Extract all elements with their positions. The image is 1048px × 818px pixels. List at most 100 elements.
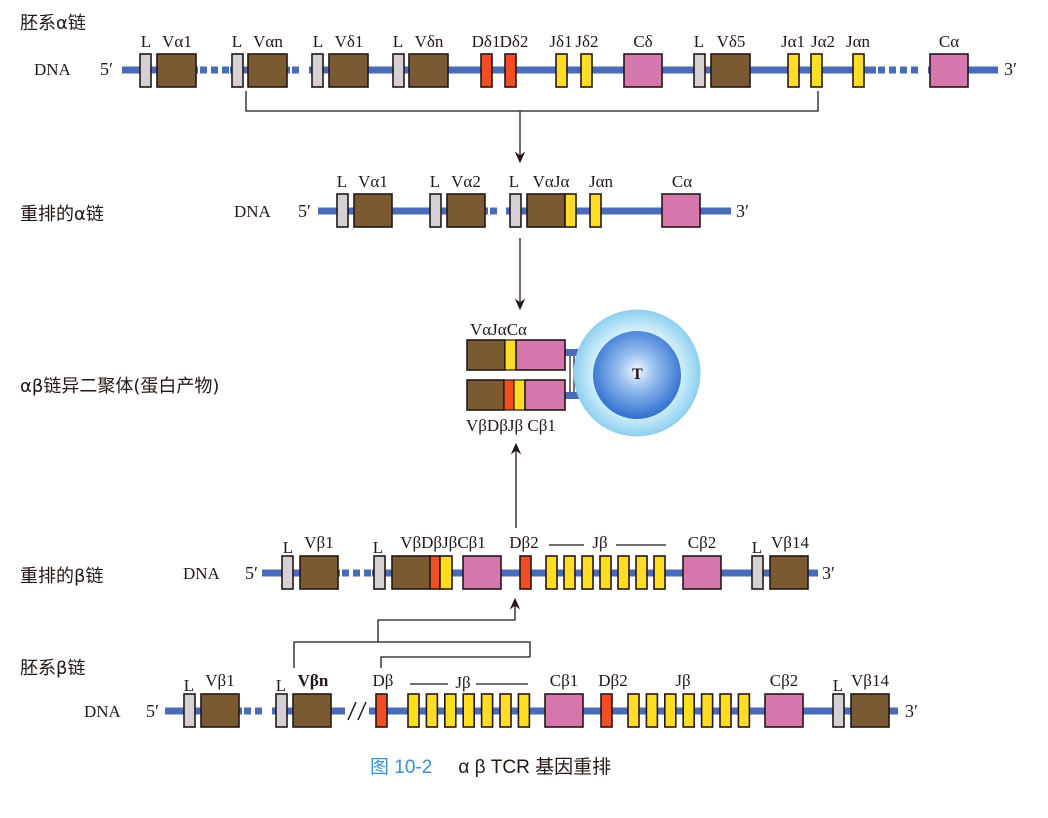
- leader-segment: [392, 53, 405, 88]
- dna-dotted-gap: [889, 66, 896, 74]
- segment-label: L: [832, 676, 844, 695]
- break-mark: [347, 701, 357, 721]
- segment-label: L: [312, 32, 324, 51]
- joining-segment: [480, 693, 494, 728]
- variable-segment: [200, 693, 240, 728]
- segment-label: Vαn: [253, 32, 283, 51]
- alpha-joining-domain: [504, 339, 517, 371]
- segment-label: Vα1: [162, 32, 192, 51]
- leader-segment: [139, 53, 152, 88]
- joining-segment: [545, 555, 558, 590]
- germline-beta-title: 胚系β链: [20, 658, 86, 679]
- joining-segment: [617, 555, 630, 590]
- segment-label: Vδn: [414, 32, 444, 51]
- three-prime-label: 3′: [1004, 59, 1017, 79]
- variable-segment: [850, 693, 890, 728]
- leader-segment: [281, 555, 294, 590]
- diversity-segment: [504, 53, 517, 88]
- t-cell-nucleus: [593, 331, 681, 419]
- gap: [290, 65, 309, 75]
- constant-segment: [661, 193, 701, 228]
- joining-segment: [599, 555, 612, 590]
- joining-segment: [563, 555, 576, 590]
- leader-segment: [311, 53, 324, 88]
- beta-joining-domain: [513, 379, 526, 411]
- segment-label: Vδ1: [334, 32, 364, 51]
- break-mark: [357, 701, 367, 721]
- variable-segment: [526, 193, 566, 228]
- leader-segment: [429, 193, 442, 228]
- joining-segment: [653, 555, 666, 590]
- alpha-chain-label: VαJαCα: [470, 320, 527, 339]
- joining-segment: [581, 555, 594, 590]
- beta-rearrangement-arrow: [377, 597, 521, 642]
- segment-label: Dδ2: [499, 32, 529, 51]
- alpha-constant-domain: [515, 339, 566, 371]
- beta-constant-domain: [524, 379, 566, 411]
- variable-segment: [408, 53, 449, 88]
- dna-dotted-gap: [255, 707, 262, 715]
- joining-segment: [589, 193, 602, 228]
- leader-segment: [231, 53, 244, 88]
- joining-segment: [443, 693, 457, 728]
- diversity-segment: [519, 555, 532, 590]
- segment-label: L: [336, 172, 348, 191]
- dna-dotted-gap: [911, 66, 918, 74]
- segment-label: Cα: [671, 172, 693, 191]
- dna-dotted-gap: [211, 66, 218, 74]
- dna-dotted-gap: [222, 66, 229, 74]
- segment-label: Dβ2: [598, 671, 628, 690]
- joining-segment: [810, 53, 823, 88]
- segment-label: Dβ: [372, 671, 394, 690]
- segment-label: Jβ: [455, 673, 471, 692]
- beta-variable-domain: [466, 379, 505, 411]
- segment-label: L: [372, 538, 384, 557]
- variable-segment: [353, 193, 393, 228]
- five-prime-label: 5′: [245, 563, 258, 583]
- segment-label: Cδ: [633, 32, 653, 51]
- figure-number: 图 10-2: [370, 757, 433, 778]
- dna-dotted-gap: [900, 66, 907, 74]
- joining-segment: [462, 693, 476, 728]
- variable-segment: [710, 53, 751, 88]
- constant-segment: [462, 555, 502, 590]
- germline-alpha-title: 胚系α链: [20, 13, 86, 34]
- joining-segment: [682, 693, 696, 728]
- variable-segment: [247, 53, 288, 88]
- joining-segment: [852, 53, 865, 88]
- joining-segment: [580, 53, 593, 88]
- dna-dotted-gap: [364, 569, 371, 577]
- segment-label: L: [282, 538, 294, 557]
- three-prime-label: 3′: [736, 201, 749, 221]
- dna-label: DNA: [234, 202, 271, 221]
- dna-dotted-gap: [490, 207, 497, 215]
- variable-segment: [446, 193, 486, 228]
- constant-segment: [623, 53, 663, 88]
- segment-label: Vβn: [297, 671, 329, 690]
- segment-label: L: [751, 538, 763, 557]
- joining-segment: [645, 693, 659, 728]
- segment-label: Dδ1: [471, 32, 501, 51]
- constant-segment: [682, 555, 722, 590]
- variable-segment: [299, 555, 339, 590]
- rearranged-beta-dna: [262, 544, 818, 590]
- beta-vdj-bracket: [293, 641, 531, 668]
- joining-segment: [555, 53, 568, 88]
- joining-segment: [439, 555, 453, 590]
- variable-segment: [156, 53, 197, 88]
- segment-label: Jδ1: [549, 32, 573, 51]
- segment-label: Jα1: [780, 32, 806, 51]
- beta-chain-label: VβDβJβ Cβ1: [466, 416, 556, 435]
- dna-dotted-gap: [342, 569, 349, 577]
- joining-segment: [407, 693, 420, 728]
- dna-dotted-gap: [292, 66, 299, 74]
- joining-segment: [517, 693, 531, 728]
- rearrangement-connectors: [245, 91, 819, 668]
- five-prime-label: 5′: [100, 59, 113, 79]
- tcr-heterodimer-graphic: [466, 309, 701, 437]
- segment-label: Jαn: [588, 172, 614, 191]
- germline-beta-dna: [165, 683, 898, 728]
- segment-label: Vβ14: [851, 671, 889, 690]
- constant-segment: [544, 693, 584, 728]
- segment-label: Vβ1: [205, 671, 235, 690]
